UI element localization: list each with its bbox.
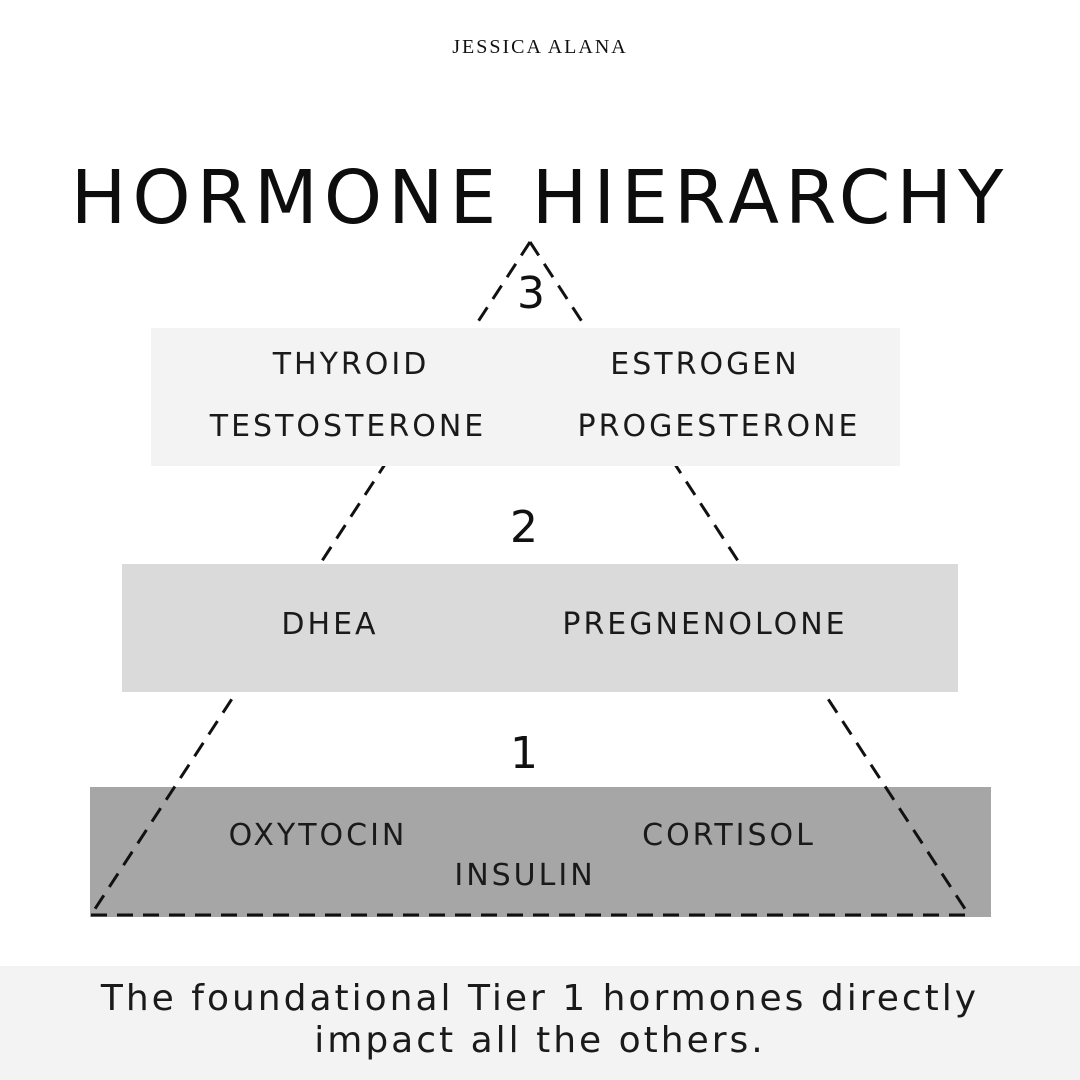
tier-1-band [90,787,991,917]
page-title: HORMONE HIERARCHY [70,154,1010,241]
hormone-pregnenolone: PREGNENOLONE [562,607,848,642]
pyramid-left-edge [89,241,532,916]
tier-3-band [151,328,900,466]
tier-1-number: 1 [510,728,538,779]
brand-name: JESSICA ALANA [452,36,628,58]
hormone-cortisol: CORTISOL [642,818,816,853]
pyramid-outline [89,241,971,916]
hormone-insulin: INSULIN [454,858,596,893]
footer-band [0,966,1080,1080]
tier-2-band [122,564,958,692]
tier-3-number: 3 [517,268,545,319]
hormone-dhea: DHEA [281,607,379,642]
tier-2-number: 2 [510,502,538,553]
hormone-thyroid: THYROID [272,347,430,382]
hormone-oxytocin: OXYTOCIN [228,818,408,853]
footer-caption: The foundational Tier 1 hormones directl… [100,978,980,1061]
pyramid-right-edge [528,241,971,916]
hormone-progesterone: PROGESTERONE [577,409,861,444]
hormone-estrogen: ESTROGEN [610,347,800,382]
hormone-testosterone: TESTOSTERONE [209,409,487,444]
